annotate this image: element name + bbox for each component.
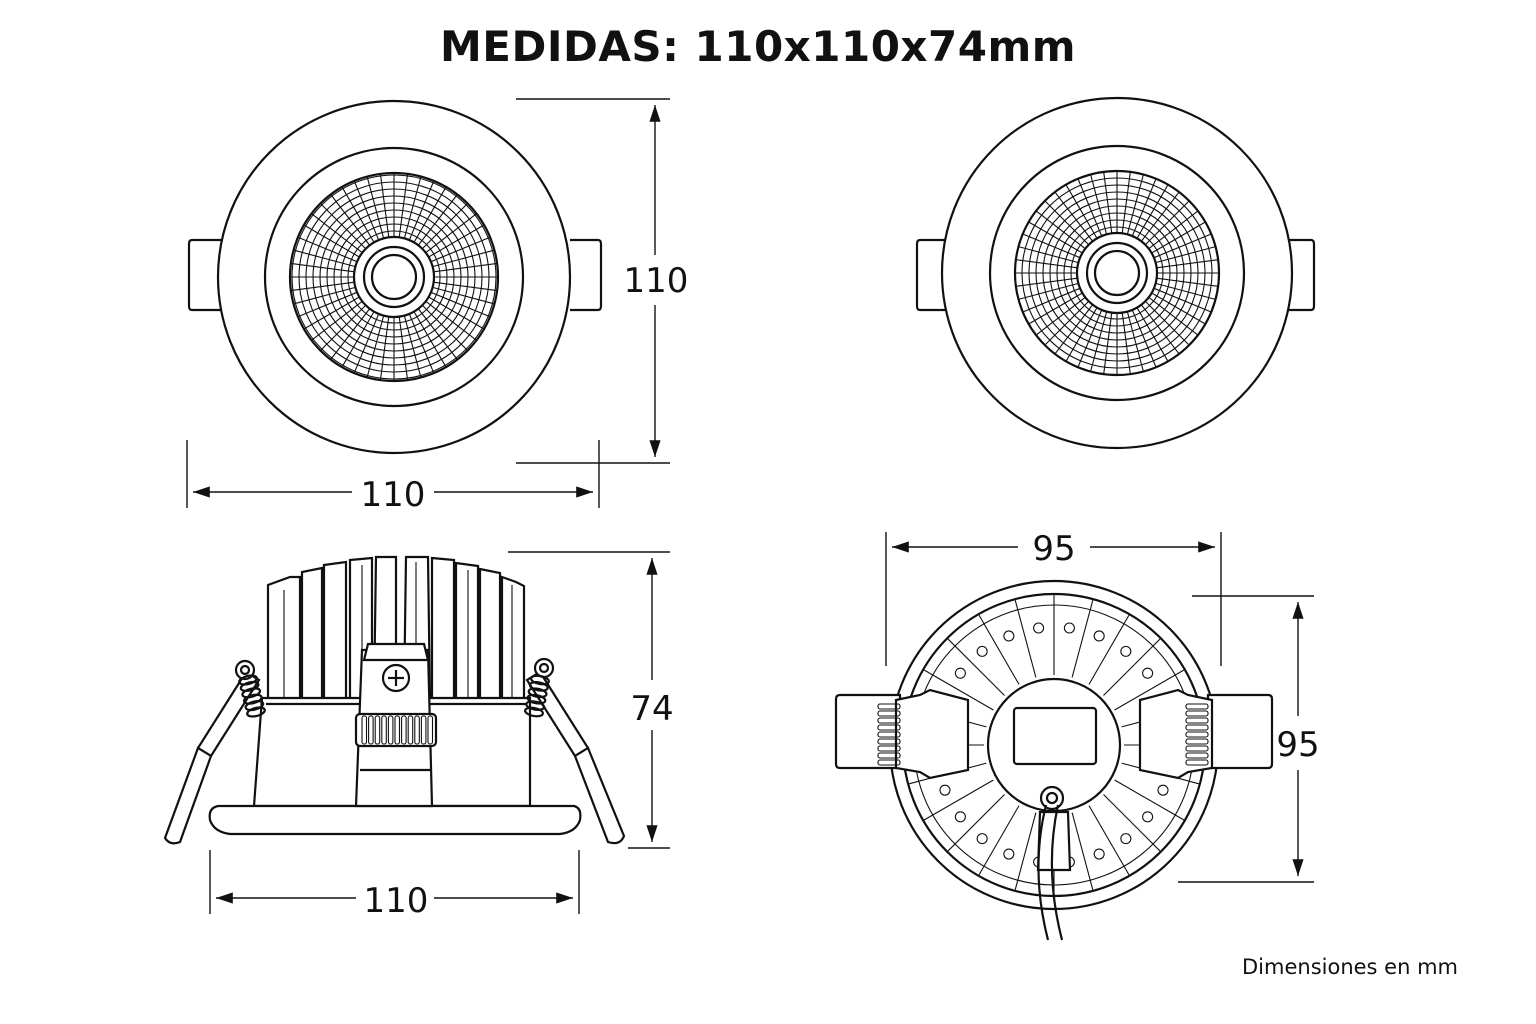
dim-cutout-width: 95 [1032,529,1075,569]
spring-clip-ridges [361,715,434,745]
lens-reflector [290,173,498,381]
dimension-lines-side [209,551,670,914]
spring-coil-right [524,674,550,718]
dim-top-height: 110 [624,261,689,301]
units-note: Dimensiones en mm [1242,955,1458,979]
dim-top-width: 110 [361,475,426,515]
dim-cutout-height: 95 [1276,725,1319,765]
side-view [163,555,626,845]
dim-side-width: 110 [364,881,429,921]
spring-coil-left [877,703,901,766]
back-view [834,579,1274,941]
dimension-lines-back [885,532,1314,883]
dim-side-height: 74 [630,689,673,729]
front-view-left [187,99,603,455]
dimension-lines-top [186,98,670,508]
front-view-right [915,96,1316,450]
spring-coil-left [238,674,266,718]
spring-coil-right [1185,703,1209,766]
lens-reflector [1015,171,1219,375]
page-title: MEDIDAS: 110x110x74mm [439,22,1076,71]
